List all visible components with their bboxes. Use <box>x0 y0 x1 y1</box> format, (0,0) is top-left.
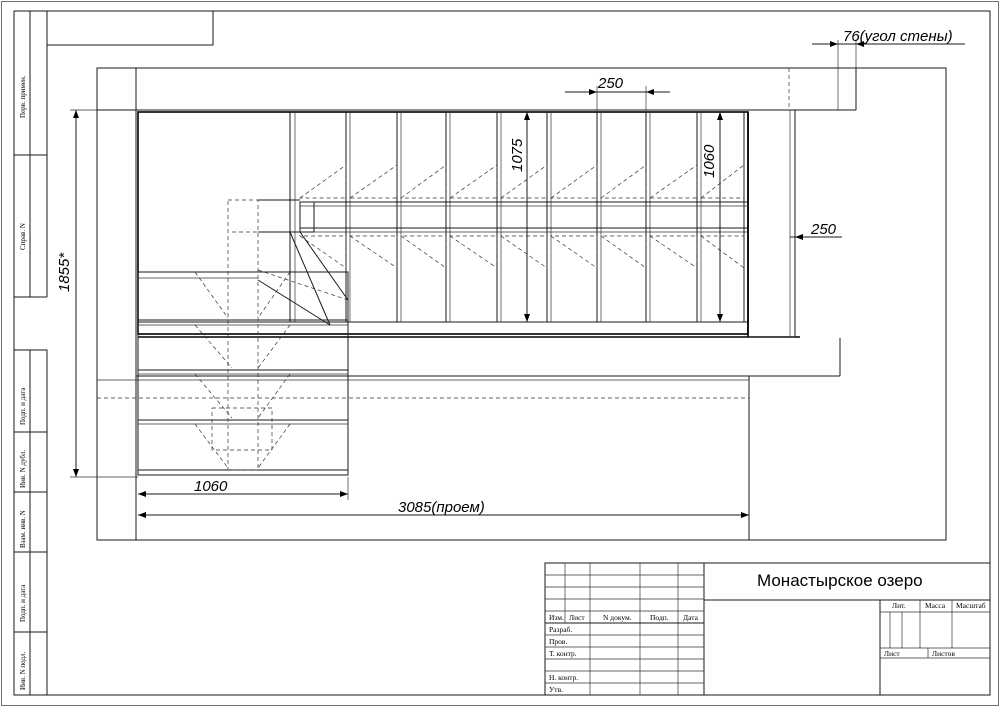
tb-mass: Масса <box>925 601 946 610</box>
dim-height-1075: 1075 <box>509 138 526 172</box>
dim-tread-pitch: 250 <box>597 75 624 92</box>
tb-sheet: Лист <box>884 649 900 658</box>
side-stamp-label: Инв. N подл. <box>19 651 27 690</box>
dim-height-1060: 1060 <box>701 144 718 178</box>
tb-row-prov: Пров. <box>549 637 567 646</box>
tb-lit: Лит. <box>892 601 906 610</box>
title-block <box>544 562 991 696</box>
tb-row-nkontr: Н. контр. <box>549 673 578 682</box>
dim-left-height: 1855* <box>56 252 73 292</box>
side-stamp-label: Взам. инв. N <box>19 510 27 548</box>
tb-col-data: Дата <box>683 613 699 622</box>
frame-border <box>13 10 991 696</box>
tb-col-izm: Изм. <box>549 613 564 622</box>
walls-outline <box>96 67 947 541</box>
tb-col-list: Лист <box>569 613 585 622</box>
dim-side-gap: 250 <box>810 221 837 238</box>
side-stamp-label: Подп. и дата <box>19 387 27 425</box>
tb-row-razrab: Разраб. <box>549 625 572 634</box>
side-stamp-label: Подп. и дата <box>19 584 27 622</box>
side-stamp-label: Инв. N дубл. <box>19 450 27 488</box>
tb-col-podp: Подп. <box>650 613 669 622</box>
dim-bottom-width: 1060 <box>194 478 228 495</box>
top-left-cell <box>46 10 214 46</box>
side-stamp-label: Перв. примен. <box>19 75 27 118</box>
dim-opening: 3085(проем) <box>398 499 485 516</box>
tb-scale: Масштаб <box>956 601 986 610</box>
tb-sheets: Листов <box>932 649 955 658</box>
dimension-lines <box>70 40 965 518</box>
tb-row-tkontr: Т. контр. <box>549 649 577 658</box>
upper-flight <box>137 110 800 338</box>
dim-wall-corner: 76(угол стены) <box>843 28 953 45</box>
lower-flight <box>137 199 349 476</box>
tb-col-ndokum: N докум. <box>603 613 632 622</box>
side-stamp-label: Справ. N <box>19 223 27 250</box>
tb-row-utv: Утв. <box>549 685 563 694</box>
project-title: Монастырское озеро <box>757 571 923 590</box>
side-stamp: Перв. примен. Справ. N Подп. и дата Инв.… <box>13 11 48 696</box>
